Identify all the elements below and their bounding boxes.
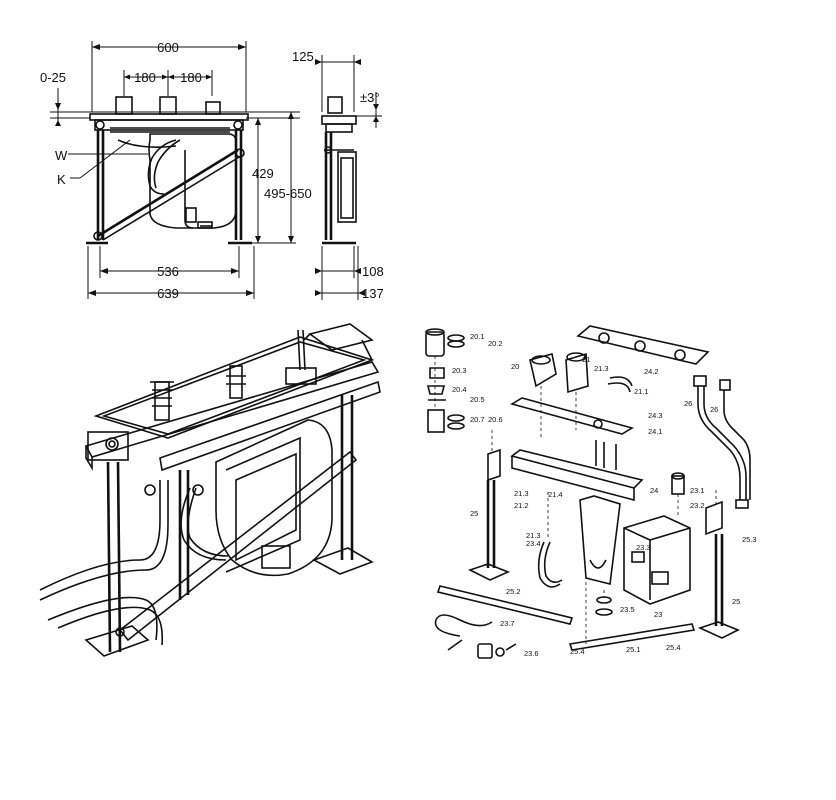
part-label: 21.3: [514, 489, 529, 498]
part-label: 25: [732, 597, 740, 606]
part-label: 26: [684, 399, 692, 408]
part-label: 21.3: [526, 531, 541, 540]
part-label: 23.5: [620, 605, 635, 614]
part-label: 20.1: [470, 332, 485, 341]
part-label: 24.2: [644, 367, 659, 376]
dim-foot-depth: 108: [362, 264, 384, 279]
part-label: 20: [511, 362, 519, 371]
part-label: 23: [654, 610, 662, 619]
dim-total-width: 639: [157, 286, 179, 301]
part-label: 25.2: [506, 587, 521, 596]
dim-height-inner: 429: [252, 166, 274, 181]
part-label: 25.1: [626, 645, 641, 654]
dim-foot-width: 536: [157, 264, 179, 279]
part-label: 23.1: [690, 486, 705, 495]
front-view: 600 180 180 0-25: [40, 40, 312, 301]
part-label: 26: [710, 405, 718, 414]
part-label: 20.3: [452, 366, 467, 375]
part-label: 25: [470, 509, 478, 518]
dim-total-depth: 137: [362, 286, 384, 301]
part-label: 25.4: [570, 647, 585, 656]
part-label: 24.3: [648, 411, 663, 420]
part-label: 20.2: [488, 339, 503, 348]
part-label: 21.3: [594, 364, 609, 373]
dim-spacing-left: 180: [134, 70, 156, 85]
dim-angle: ±3°: [360, 90, 380, 105]
part-label: 20.4: [452, 385, 467, 394]
part-label: 24: [650, 486, 658, 495]
part-label: 21: [582, 355, 590, 364]
part-label: 25.4: [666, 643, 681, 652]
part-label: 21.1: [634, 387, 649, 396]
part-label: 23.6: [524, 649, 539, 658]
dim-depth-top: 125: [292, 49, 314, 64]
dim-left-offset: 0-25: [40, 70, 66, 85]
part-label: 24.1: [648, 427, 663, 436]
part-label: 23.3: [636, 543, 651, 552]
label-w: W: [55, 148, 68, 163]
part-label: 25.3: [742, 535, 757, 544]
side-view: 125 ±3° 108 137: [292, 49, 384, 301]
part-label: 23.4: [526, 539, 541, 548]
dim-spacing-right: 180: [180, 70, 202, 85]
label-k: K: [57, 172, 66, 187]
part-label: 21.4: [548, 490, 563, 499]
part-label: 23.7: [500, 619, 515, 628]
part-label: 20.5: [470, 395, 485, 404]
part-label: 20.7: [470, 415, 485, 424]
part-label: 20.6: [488, 415, 503, 424]
exploded-view: [425, 325, 751, 659]
part-labels: 20.1 20.2 20 21 21.3 20.3 20.4 20.5 20.7…: [452, 332, 757, 658]
isometric-view: [39, 323, 381, 657]
dim-top-width: 600: [157, 40, 179, 55]
part-label: 23.2: [690, 501, 705, 510]
dim-height-total: 495-650: [264, 186, 312, 201]
part-label: 21.2: [514, 501, 529, 510]
